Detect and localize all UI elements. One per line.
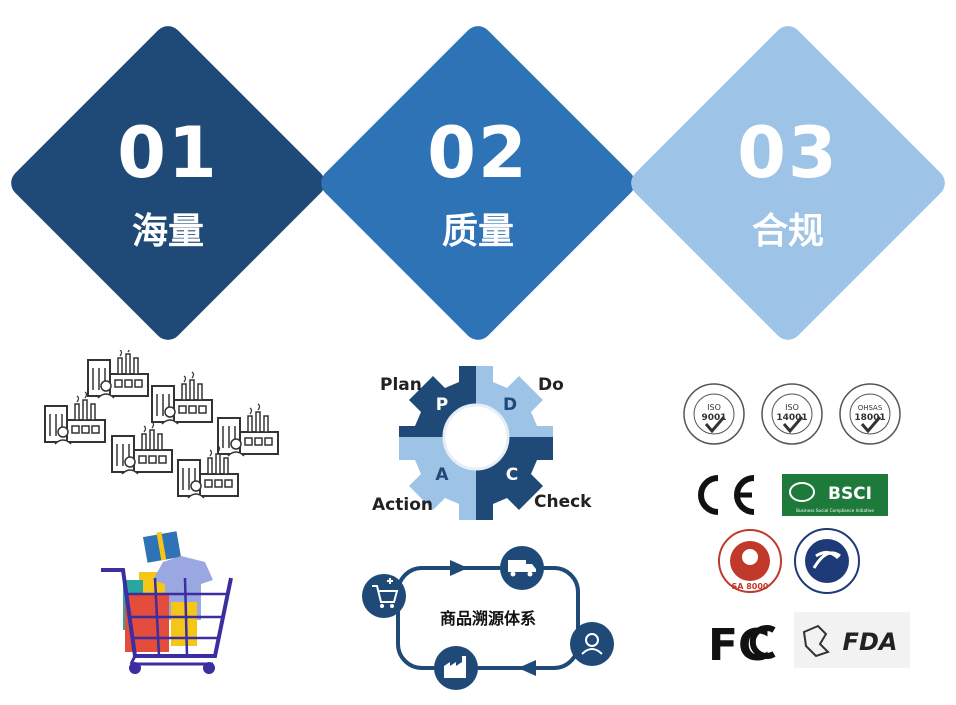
pillar-compliance: 03 合规: [625, 20, 951, 346]
pdca-do-label: Do: [538, 375, 564, 395]
svg-text:ISO: ISO: [785, 403, 799, 412]
svg-text:BSCI: BSCI: [828, 484, 872, 504]
pdca-check-label: Check: [534, 492, 592, 512]
pdca-cycle-diagram: P D A C Plan Do Action Check: [372, 366, 592, 520]
factory-node-icon: [434, 646, 478, 690]
truck-node-icon: [500, 546, 544, 590]
pillar-quality-label: 质量: [441, 211, 514, 252]
fcc-logo: FC: [708, 620, 776, 668]
pillar-volume-label: 海量: [131, 211, 204, 252]
bsci-logo: BSCI Business Social Compliance Initiati…: [782, 474, 888, 516]
sa8000-seal: SA 8000: [718, 529, 782, 593]
ohsas18001-seal: OHSAS 18001: [839, 383, 901, 445]
iso14001-seal: ISO 14001: [761, 383, 823, 445]
svg-text:OHSAS: OHSAS: [858, 404, 883, 412]
ce-mark: [698, 475, 755, 515]
person-node-icon: [570, 622, 614, 666]
pillar-compliance-number: 03: [737, 112, 839, 194]
pdca-p-letter: P: [436, 395, 448, 415]
traceability-cycle-diagram: 商品溯源体系: [362, 546, 614, 690]
iso9001-seal: ISO 9001: [683, 383, 745, 445]
pdca-plan-label: Plan: [380, 375, 422, 395]
factories-icon: [44, 350, 279, 499]
cart-node-icon: [362, 574, 406, 618]
pdca-a-letter: A: [435, 465, 449, 485]
shopping-cart-icon: [101, 531, 233, 674]
iso-seals: ISO 9001 ISO 14001 OHSAS 18001: [683, 383, 901, 445]
pillar-compliance-label: 合规: [751, 211, 824, 252]
pillar-volume-number: 01: [117, 112, 219, 194]
svg-text:FDA: FDA: [843, 628, 898, 656]
pdca-d-letter: D: [503, 395, 517, 415]
svg-text:14001: 14001: [776, 413, 807, 423]
pillar-quality: 02 质量: [315, 20, 641, 346]
svg-text:18001: 18001: [854, 413, 885, 423]
fda-logo: FDA: [794, 612, 910, 668]
traceability-label: 商品溯源体系: [440, 609, 536, 628]
dot-seal: [794, 528, 860, 594]
svg-text:ISO: ISO: [707, 403, 721, 412]
svg-text:Business Social Compliance Ini: Business Social Compliance Initiative: [796, 508, 874, 513]
pdca-c-letter: C: [506, 465, 518, 485]
pdca-action-label: Action: [372, 495, 433, 515]
pillar-quality-number: 02: [427, 112, 529, 194]
pillar-volume: 01 海量: [5, 20, 331, 346]
svg-text:SA 8000: SA 8000: [731, 582, 768, 591]
svg-text:9001: 9001: [701, 413, 726, 423]
